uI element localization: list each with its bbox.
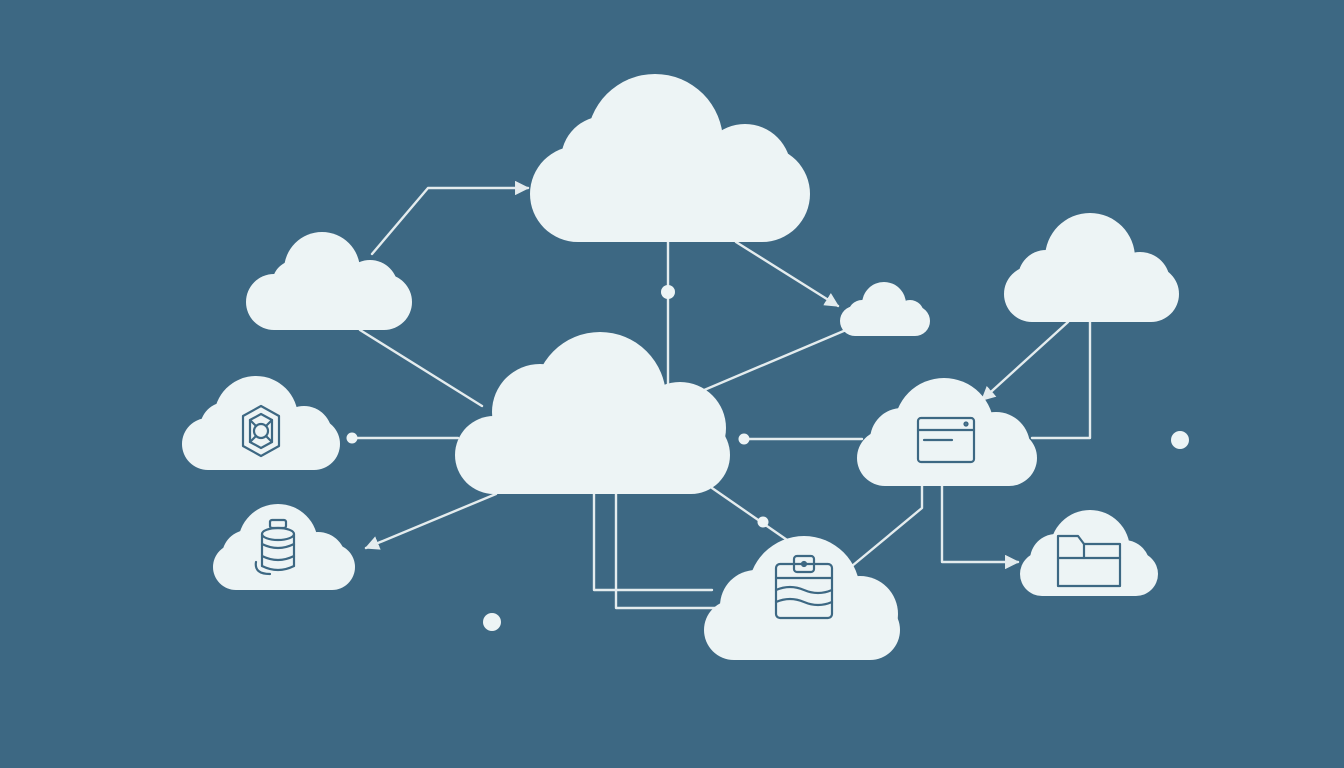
cloud-hexagon	[182, 376, 340, 470]
folder-icon	[1056, 534, 1122, 588]
hexagon-icon	[241, 404, 281, 458]
cloud-folder	[1020, 510, 1158, 596]
cloud-browser	[857, 378, 1037, 486]
connector-upper-right-to-browser-side	[1030, 320, 1092, 440]
connector-center-to-database	[364, 492, 498, 550]
junction-dot	[346, 432, 358, 444]
connectors	[350, 180, 1092, 610]
connector-top-to-small-right	[734, 240, 840, 308]
floating-dot	[1171, 431, 1189, 449]
database-icon	[254, 518, 296, 576]
floating-dot	[483, 613, 501, 631]
cloud-storage	[704, 536, 900, 660]
secure-storage-icon	[774, 554, 834, 620]
connector-center-to-storage-c	[710, 486, 792, 544]
connector-center-to-storage-a	[592, 492, 714, 592]
cloud-small-right	[840, 282, 930, 336]
connector-center-to-storage-b	[614, 492, 720, 610]
cloud-upper-right	[1004, 213, 1179, 322]
cloud-upper-left	[246, 232, 412, 330]
cloud-database	[213, 504, 355, 590]
junction-dot	[661, 285, 675, 299]
connector-browser-to-storage	[850, 484, 924, 568]
cloud-top	[530, 74, 810, 242]
junction-dot	[757, 516, 769, 528]
cloud-center	[455, 332, 730, 494]
connector-upper-right-to-browser	[980, 320, 1070, 402]
browser-window-icon	[916, 416, 976, 464]
connector-center-to-small-right	[688, 328, 848, 398]
connector-browser-to-folder	[940, 484, 1020, 570]
connector-upper-left-to-top	[370, 180, 530, 256]
junction-dot	[738, 433, 750, 445]
junction-dots	[346, 285, 1189, 631]
connector-upper-left-to-center	[358, 328, 484, 408]
